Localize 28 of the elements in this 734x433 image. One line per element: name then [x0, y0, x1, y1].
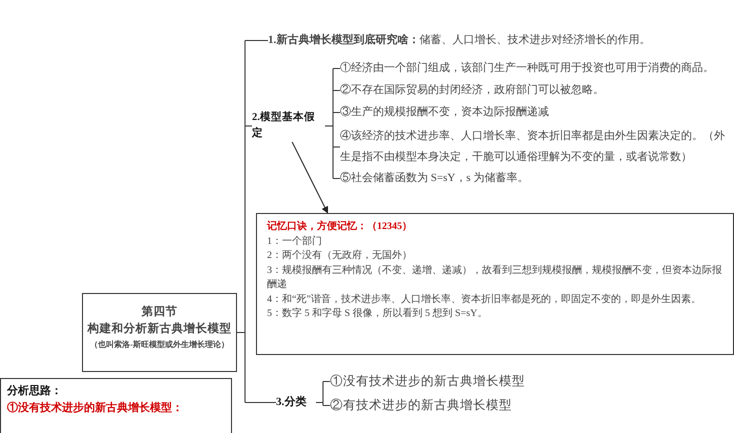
mnemonic-line: 5：数字 5 和字母 S 很像，所以看到 5 想到 S=sY。 [267, 307, 488, 321]
mnemonic-line: 1：一个部门 [267, 234, 323, 248]
section-number: 第四节 [140, 304, 178, 320]
list-item: ①经济由一个部门组成，该部门生产一种既可用于投资也可用于消费的商品。 [340, 60, 732, 76]
list-item: ③生产的规模报酬不变，资本边际报酬递减 [340, 104, 732, 120]
notes-item: ①没有技术进步的新古典增长模型： [7, 400, 184, 416]
notes-box [0, 378, 232, 433]
mnemonic-line: 3：规模报酬有三种情况（不变、递增、递减），故看到三想到规模报酬，规模报酬不变，但资本边际报酬递 [267, 264, 723, 292]
mnemonic-heading: 记忆口诀，方便记忆：（12345） [267, 220, 413, 234]
brace-connector [324, 68, 340, 179]
list-item: ②有技术进步的新古典增长模型 [330, 396, 630, 415]
mnemonic-line: 2：两个没有（无政府，无国外） [267, 249, 413, 263]
list-item: ⑤社会储蓄函数为 S=sY，s 为储蓄率。 [340, 170, 732, 186]
list-item: ①没有技术进步的新古典增长模型 [330, 372, 630, 391]
section-title: 构建和分析新古典增长模型 [86, 321, 232, 338]
brace-connector [236, 40, 276, 403]
branch-label: 3.分类 [276, 394, 316, 410]
mnemonic-line: 4：和“死”谐音，技术进步率、人口增长率、资本折旧率都是死的，即固定不变的，即是外生因素。 [267, 292, 702, 306]
branch-label: 2.模型基本假定 [252, 110, 325, 142]
section-title-box [82, 293, 237, 372]
brace-connector [316, 381, 330, 406]
subtitle: （也叫索洛-斯旺模型或外生增长理论） [89, 338, 230, 350]
list-item: ②不存在国际贸易的封闭经济，政府部门可以被忽略。 [340, 82, 732, 98]
arrow [292, 142, 328, 214]
heading-text: 1.新古典增长模型到底研究啥：储蓄、人口增长、技术进步对经济增长的作用。 [268, 32, 730, 48]
mnemonic-box [256, 213, 734, 355]
notes-heading: 分析思路： [7, 384, 63, 399]
list-item: ④该经济的技术进步率、人口增长率、资本折旧率都是由外生因素决定的。（外生是指不由模型本身决定，干脆可以通俗理解为不变的量，或者说常数） [340, 126, 732, 168]
